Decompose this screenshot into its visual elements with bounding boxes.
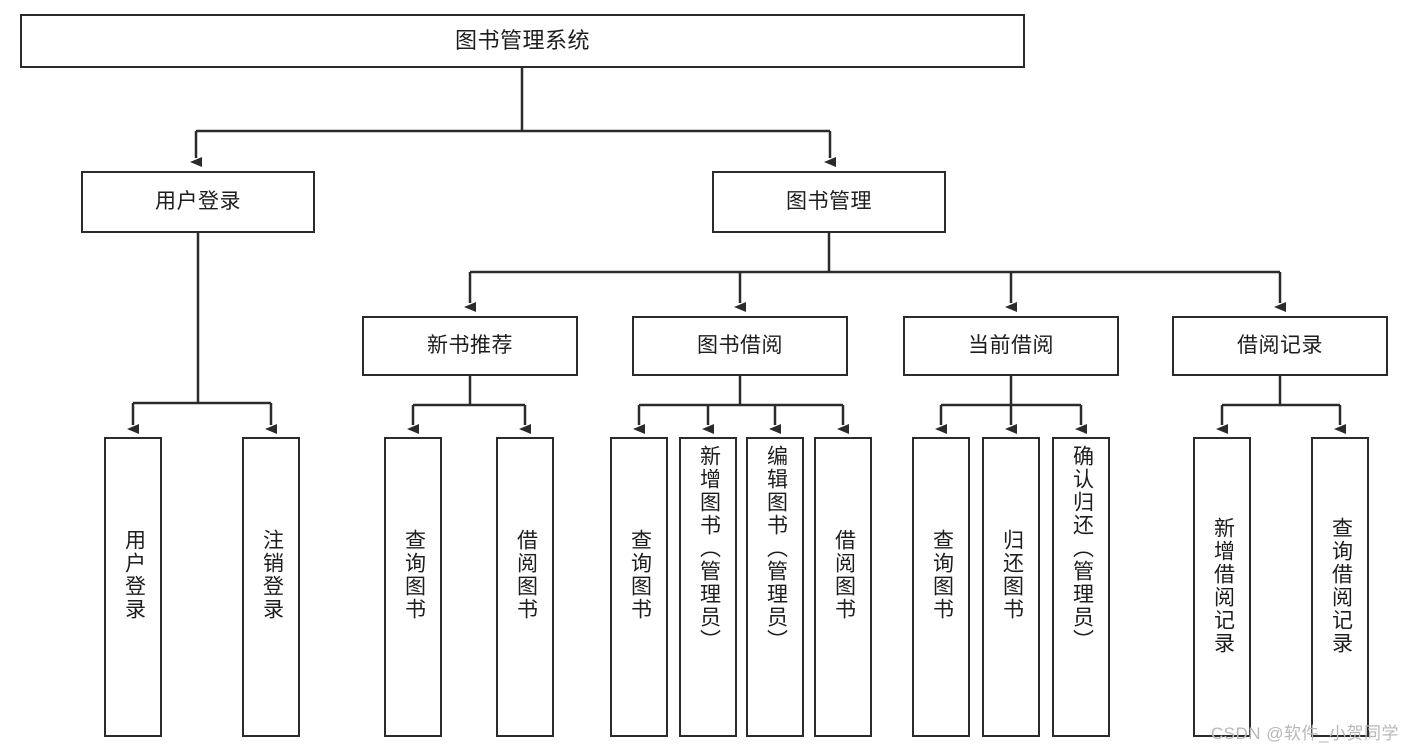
- node-label: 编辑图书（管理员）: [764, 445, 788, 652]
- leaf-book-borrow-add-book-admin[interactable]: 新增图书（管理员）: [679, 437, 737, 737]
- node-label: 图书借阅: [697, 333, 783, 357]
- node-label: 新增借阅记录: [1211, 517, 1235, 655]
- leaf-book-borrow-query-book[interactable]: 查询图书: [610, 437, 668, 737]
- node-book-management[interactable]: 图书管理: [712, 171, 946, 233]
- node-label: 图书管理: [786, 189, 872, 213]
- leaf-user-login-logout[interactable]: 注销登录: [242, 437, 300, 737]
- node-label: 新书推荐: [427, 333, 513, 357]
- leaf-book-borrow-borrow-book[interactable]: 借阅图书: [814, 437, 872, 737]
- node-label: 查询图书: [628, 529, 652, 621]
- node-label: 借阅记录: [1237, 333, 1323, 357]
- leaf-borrow-record-query-record[interactable]: 查询借阅记录: [1311, 437, 1369, 737]
- node-label: 借阅图书: [514, 529, 538, 621]
- leaf-current-borrow-return-book[interactable]: 归还图书: [982, 437, 1040, 737]
- leaf-new-book-query-book[interactable]: 查询图书: [384, 437, 442, 737]
- leaf-current-borrow-confirm-return-admin[interactable]: 确认归还（管理员）: [1052, 437, 1110, 737]
- node-label: 借阅图书: [832, 529, 856, 621]
- node-new-book-recommend[interactable]: 新书推荐: [362, 316, 578, 376]
- leaf-book-borrow-edit-book-admin[interactable]: 编辑图书（管理员）: [746, 437, 804, 737]
- node-borrow-record[interactable]: 借阅记录: [1172, 316, 1388, 376]
- node-label: 用户登录: [155, 189, 241, 213]
- node-label: 查询图书: [930, 529, 954, 621]
- node-label: 注销登录: [260, 529, 284, 621]
- node-book-borrow[interactable]: 图书借阅: [632, 316, 848, 376]
- node-label: 图书管理系统: [454, 28, 590, 54]
- node-label: 确认归还（管理员）: [1070, 445, 1094, 652]
- node-label: 查询借阅记录: [1329, 517, 1353, 655]
- node-label: 当前借阅: [968, 333, 1054, 357]
- leaf-borrow-record-add-record[interactable]: 新增借阅记录: [1193, 437, 1251, 737]
- node-label: 归还图书: [1000, 529, 1024, 621]
- leaf-user-login-login[interactable]: 用户登录: [104, 437, 162, 737]
- node-current-borrow[interactable]: 当前借阅: [903, 316, 1119, 376]
- node-user-login[interactable]: 用户登录: [81, 171, 315, 233]
- watermark: CSDN @软件_小贺同学: [1210, 724, 1399, 743]
- node-label: 查询图书: [402, 529, 426, 621]
- node-label: 新增图书（管理员）: [697, 445, 721, 652]
- leaf-new-book-borrow-book[interactable]: 借阅图书: [496, 437, 554, 737]
- node-label: 用户登录: [122, 529, 146, 621]
- leaf-current-borrow-query-book[interactable]: 查询图书: [912, 437, 970, 737]
- node-book-management-system[interactable]: 图书管理系统: [20, 14, 1025, 68]
